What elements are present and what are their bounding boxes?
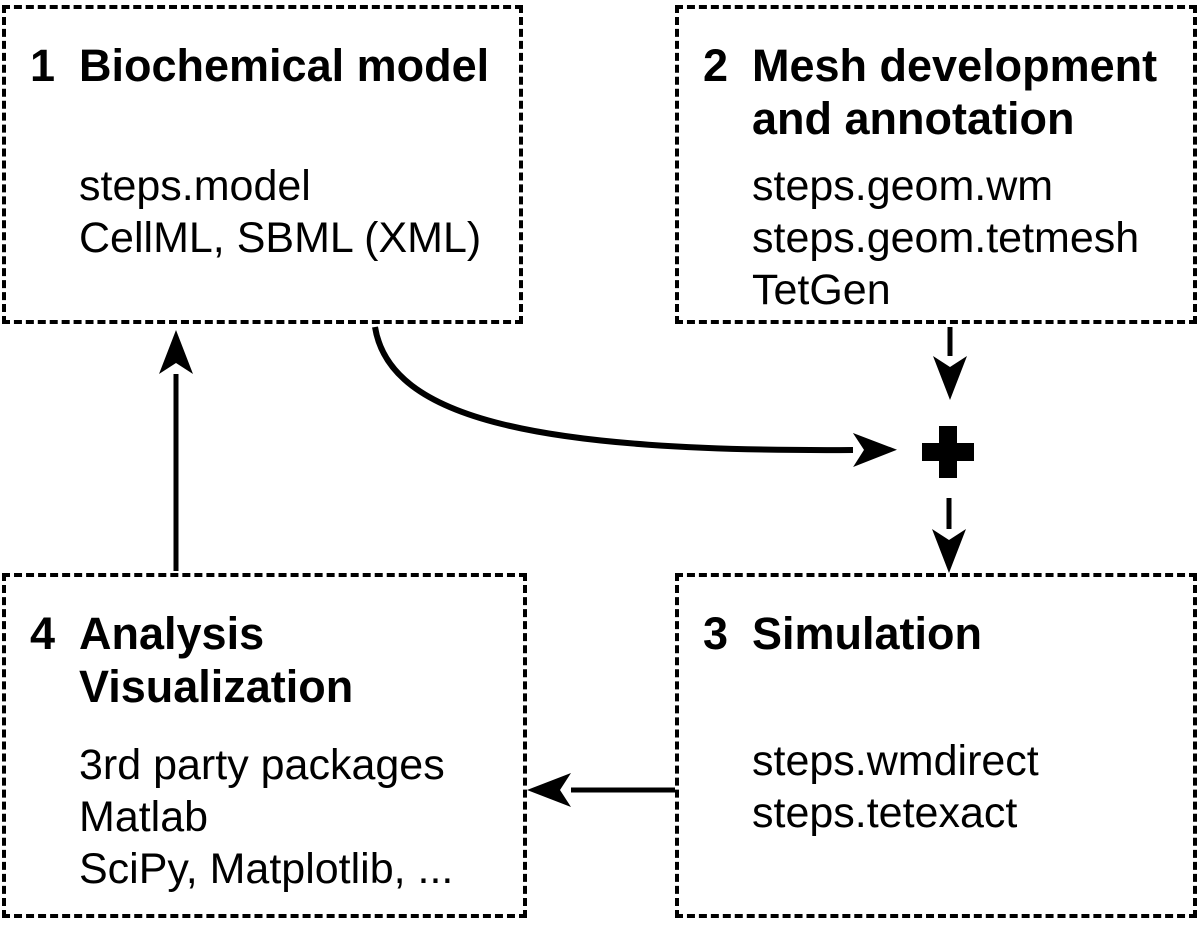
box-number: 2 (703, 40, 729, 91)
box-item-list: steps.geom.wm steps.geom.tetmesh TetGen (752, 160, 1139, 316)
box-title-line: Mesh development (752, 40, 1158, 91)
box-title: Biochemical model (79, 39, 489, 92)
box-number: 4 (30, 608, 56, 659)
box-item: steps.geom.tetmesh (752, 214, 1140, 262)
box-title: Simulation (752, 607, 982, 660)
box-title-line: Analysis (79, 608, 265, 659)
box-title-line: Visualization (79, 661, 354, 712)
box-title-line: and annotation (752, 93, 1075, 144)
plus-icon (922, 426, 974, 478)
box-biochemical-model: 1 Biochemical model steps.model CellML, … (2, 5, 523, 324)
box-item: steps.model (79, 162, 311, 210)
box-item: SciPy, Matplotlib, ... (79, 845, 454, 893)
box-item-list: 3rd party packages Matlab SciPy, Matplot… (79, 739, 453, 895)
arrow-model-to-plus (372, 326, 897, 467)
box-item: CellML, SBML (XML) (79, 214, 482, 262)
box-simulation: 3 Simulation steps.wmdirect steps.tetexa… (675, 573, 1197, 918)
box-item: 3rd party packages (79, 741, 445, 789)
box-title-line: Simulation (752, 608, 983, 659)
box-number: 1 (30, 40, 56, 91)
box-title: Analysis Visualization (79, 607, 353, 713)
box-item-list: steps.wmdirect steps.tetexact (752, 735, 1039, 839)
box-mesh-development: 2 Mesh development and annotation steps.… (675, 5, 1197, 324)
box-title: Mesh development and annotation (752, 39, 1157, 145)
box-item: steps.geom.wm (752, 162, 1054, 210)
box-item-list: steps.model CellML, SBML (XML) (79, 160, 481, 264)
box-title-line: Biochemical model (79, 40, 490, 91)
box-analysis-visualization: 4 Analysis Visualization 3rd party packa… (2, 573, 527, 918)
box-item: steps.tetexact (752, 789, 1018, 837)
box-item: steps.wmdirect (752, 737, 1039, 785)
box-item: TetGen (752, 266, 891, 314)
box-item: Matlab (79, 793, 209, 841)
box-number: 3 (703, 608, 729, 659)
